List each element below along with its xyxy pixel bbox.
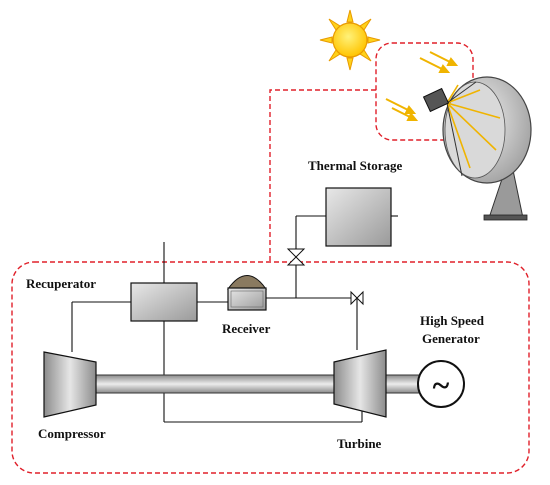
sun-rays bbox=[385, 51, 459, 121]
receiver-label: Receiver bbox=[222, 321, 271, 336]
solar-link-dashed-line bbox=[269, 89, 376, 262]
turbine-label: Turbine bbox=[337, 436, 382, 451]
generator-icon: ~ bbox=[417, 360, 465, 408]
parabolic-dish-icon bbox=[422, 76, 532, 221]
turbine-body bbox=[333, 349, 387, 418]
recuperator-label: Recuperator bbox=[26, 276, 96, 291]
thermal-storage-tank bbox=[325, 187, 392, 247]
generator-label-line2: Generator bbox=[422, 331, 480, 346]
thermal-storage-label: Thermal Storage bbox=[308, 158, 402, 173]
compressor-body bbox=[43, 351, 97, 418]
recuperator-box bbox=[130, 282, 198, 322]
compressor-label: Compressor bbox=[38, 426, 106, 441]
generator-label-line1: High Speed bbox=[420, 313, 485, 328]
valve-icon bbox=[286, 248, 306, 266]
piping bbox=[71, 215, 398, 423]
generator-symbol: ~ bbox=[433, 367, 450, 403]
receiver-unit bbox=[227, 275, 267, 311]
sun-icon bbox=[319, 9, 381, 71]
valve-icon bbox=[350, 290, 364, 306]
power-block-boundary bbox=[11, 261, 530, 474]
